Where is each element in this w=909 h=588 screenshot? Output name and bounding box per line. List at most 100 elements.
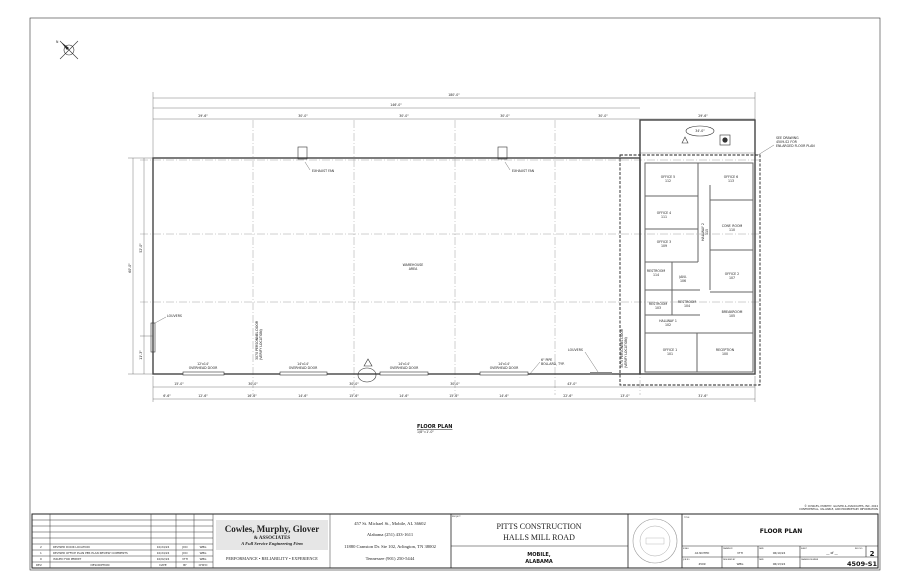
dimension: 146'-0" [390, 103, 402, 107]
room-name: HALLWAY 1 [659, 319, 677, 323]
equipment-icon [719, 134, 731, 146]
dimension: 15'-0" [174, 382, 184, 386]
room-name: RESTROOM [647, 269, 665, 273]
rev-description: REVISED OFFICE PLAN PER PLAN REVIEW COMM… [53, 551, 128, 555]
rev-description: REVISED DOOR LOCATION [53, 545, 90, 549]
overhead-door-3-label: OVERHEAD DOOR [390, 366, 419, 370]
firm-tagline: A Full Service Engineering Firm [240, 541, 303, 546]
drawn-by-value: VTH [737, 551, 743, 555]
sheet-border [29, 17, 881, 571]
room-name: OFFICE 4 [657, 211, 671, 215]
dimension: 60'-0" [128, 263, 132, 273]
louvers-label-west: LOUVERS [167, 314, 182, 318]
room-number: 103 [655, 306, 661, 310]
firm-address-1: 457 St. Michael St., Mobile, AL 36602 [354, 521, 426, 527]
rev-header: DESCRIPTION [91, 563, 110, 567]
room-number: 111 [661, 215, 667, 219]
rev-no-value: 2 [870, 550, 875, 558]
project-city: MOBILE, [527, 552, 550, 558]
revision-triangle-icon [363, 358, 373, 367]
room-number: 104 [684, 304, 690, 308]
title-block: 2 REVISED DOOR LOCATION 10/24/24 JDO WBG… [31, 513, 879, 569]
room-name: HALLWAY 2 [701, 223, 705, 241]
overhead-doors [182, 371, 529, 376]
room-name: OFFICE 6 [724, 175, 738, 179]
rev-no-label: REV. NO. [855, 548, 863, 550]
office-annex-wall [639, 119, 756, 375]
drawing-title: FLOOR PLAN [417, 424, 452, 430]
dimension: 30'-0" [500, 114, 510, 118]
left-dimensions: 60'-0" 52'-0" 11'-3" [128, 157, 153, 375]
rev-header: REV. [36, 563, 42, 567]
dimension: 13'-0" [620, 394, 630, 398]
overhead-door-4-size: 14'x14' [498, 362, 510, 366]
dimension: 43'-0" [567, 382, 577, 386]
firm-name: Cowles, Murphy, Glover [225, 524, 320, 534]
room-number: 102 [665, 323, 671, 327]
dimension: 31'-6" [698, 394, 708, 398]
bollard-label: 6" PIPE [541, 358, 552, 362]
bollard-label-2: BOLLARD, TYP. [541, 362, 564, 366]
dimension: 30'-0" [399, 114, 409, 118]
dimension: 15'-6" [349, 394, 359, 398]
overhead-door-2-label: OVERHEAD DOOR [289, 366, 318, 370]
see-drawing-note-3: ENLARGED FLOOR PLAN [776, 144, 815, 148]
louver-icon [590, 372, 612, 375]
date-2-label: DATE [759, 558, 765, 561]
top-dimensions: 180'-0" 146'-0" 29'-6" 30'-0" 30'-0" 30'… [152, 92, 756, 158]
dimension: 29'-6" [198, 114, 208, 118]
firm-motto: PERFORMANCE • RELIABILITY • EXPERIENCE [226, 556, 318, 561]
dimension: 11'-3" [139, 350, 143, 360]
firm-associates: & ASSOCIATES [254, 536, 291, 541]
rev-chk: WBG [200, 551, 207, 555]
dimension: 15'-6" [449, 394, 459, 398]
rev-chk: WBG [200, 557, 207, 561]
dimension: 30'-0" [349, 382, 359, 386]
room-number: 113 [728, 179, 734, 183]
firm-logo [216, 520, 328, 550]
room-name: BREAKROOM [722, 310, 743, 314]
drawing-number-label: DRAWING NUMBER [801, 558, 819, 561]
date-value: 06/10/24 [773, 551, 786, 555]
dimension: 30'-0" [298, 114, 308, 118]
dimension: 52'-0" [139, 243, 143, 253]
scale-value: AS NOTED [695, 551, 710, 555]
louvers-label-south: LOUVERS [568, 348, 583, 352]
drawing-scale: 1/8"=1'-0" [417, 430, 434, 434]
scale-label: SCALE [683, 547, 690, 550]
room-name: OFFICE 2 [725, 272, 739, 276]
revision-table [32, 514, 214, 568]
personnel-door-label: 3070 PERSONNEL DOOR [255, 320, 259, 360]
warehouse-label-2: AREA [409, 267, 418, 271]
revision-cloud [685, 125, 715, 137]
firm-phone-1: Alabama (251) 433-1611 [367, 532, 414, 537]
revision-cloud-dim: 34'-0" [695, 129, 705, 133]
room-labels: OFFICE 5 112 OFFICE 6 113 OFFICE 4 111 C… [647, 175, 743, 356]
rev-header: DATE [159, 563, 167, 567]
confidential-note: CONFIDENTIAL, VALUABLE, AND PROPRIETARY … [799, 507, 878, 511]
room-number: 112 [665, 179, 671, 183]
drawing-number-value: 4509-S1 [847, 560, 877, 568]
dimension: 30'-0" [598, 114, 608, 118]
personnel-door-note: (VERIFY LOCATION) [624, 337, 628, 368]
engineer-seal-icon [632, 518, 678, 564]
bottom-dimensions: 15'-0" 30'-0" 30'-0" 30'-0" 43'-0" 13'-0… [152, 376, 756, 402]
room-number: 110 [729, 228, 735, 232]
dimension: 14'-6" [399, 394, 409, 398]
job-no-label: JOB NO. [682, 559, 690, 561]
rev-by: VTH [182, 557, 188, 561]
overhead-door-3-size: 14'x14' [398, 362, 410, 366]
svg-text:N: N [56, 40, 59, 44]
room-name: CONF. ROOM [722, 224, 743, 228]
overhead-door-2-size: 14'x14' [297, 362, 309, 366]
dimension: 16'-6" [247, 394, 257, 398]
exhaust-fan-label: EXHAUST FAN [312, 169, 335, 173]
personnel-door-note: (VERIFY LOCATION) [259, 329, 263, 360]
room-name: RECEPTION [716, 348, 735, 352]
dimension: 14'-6" [499, 394, 509, 398]
north-arrow-icon: N [56, 40, 79, 60]
dimension: 180'-0" [448, 93, 460, 97]
room-number: 105 [729, 314, 735, 318]
project-state: ALABAMA [525, 559, 553, 565]
